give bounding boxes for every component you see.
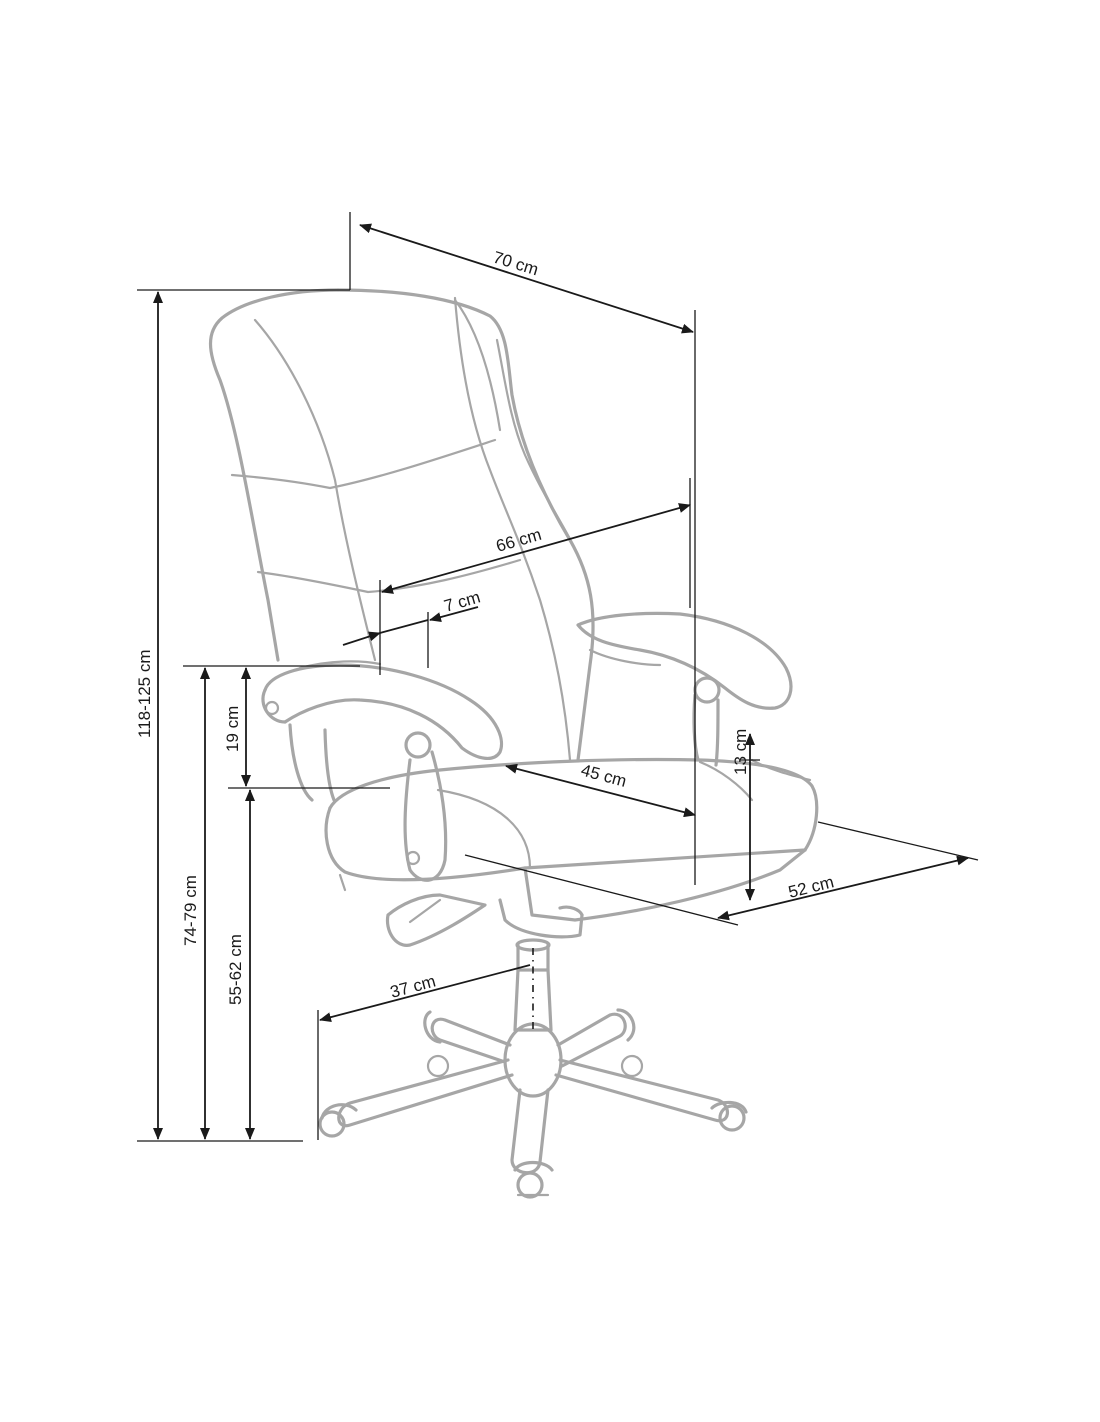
dimension-lines xyxy=(137,212,979,1142)
right-armrest xyxy=(576,611,793,767)
label-seat-width: 52 cm xyxy=(786,872,836,902)
label-overall-height: 118-125 cm xyxy=(135,649,154,738)
office-chair-outline xyxy=(209,288,819,1199)
seat-cushion xyxy=(324,757,819,922)
label-armrest-height-above-seat: 19 cm xyxy=(223,706,242,752)
left-armrest xyxy=(261,660,504,882)
label-base-radius: 37 cm xyxy=(388,972,438,1002)
caster-wheels xyxy=(318,1008,748,1199)
label-seat-height: 55-62 cm xyxy=(226,934,245,1005)
label-armrest-height: 74-79 cm xyxy=(181,875,200,946)
label-backrest-width: 66 cm xyxy=(494,525,544,556)
label-seat-cushion-height: 13 cm xyxy=(731,729,750,775)
star-base xyxy=(318,1008,748,1199)
seat-mechanism xyxy=(385,893,584,947)
